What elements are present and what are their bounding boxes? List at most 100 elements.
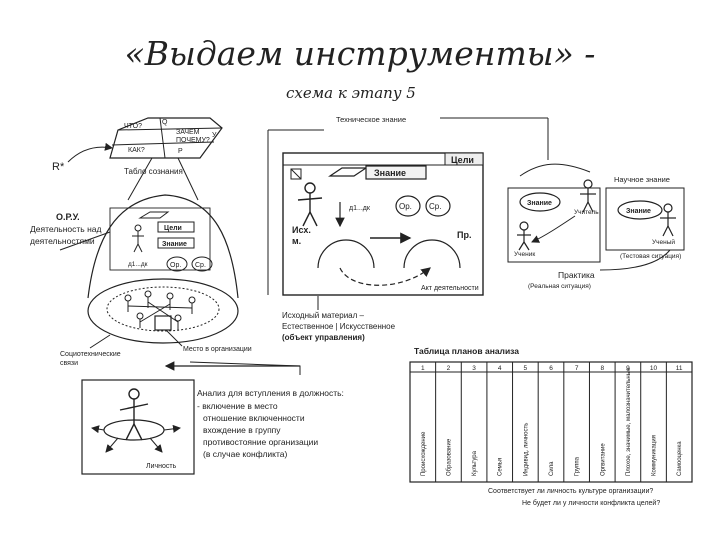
act-isk-1: Исх.: [292, 225, 311, 235]
table-column-label: Коммуникация: [652, 435, 658, 476]
board-label-why-for: ЗАЧЕМ: [176, 129, 200, 136]
knowledge-b: Знание: [626, 208, 651, 215]
table-column-label: Происхождение: [421, 431, 427, 476]
personality-box: [81, 379, 195, 475]
personality-person-icon: [119, 388, 149, 441]
entry-item-3: вхождение в группу: [203, 425, 281, 435]
table-column-number: 4: [498, 365, 502, 372]
table-question-2: Не будет ли у личности конфликта целей?: [522, 499, 660, 507]
table-title: Таблица планов анализа: [414, 346, 519, 356]
cone-line-right: [177, 157, 199, 201]
mini-op: Ор.: [170, 262, 181, 269]
cone-line-left: [127, 157, 153, 201]
test-situation: (Тестовая ситуация): [620, 253, 681, 260]
table-column-number: 2: [447, 365, 451, 372]
table-column-number: 8: [600, 365, 604, 372]
table-column-number: 1: [421, 365, 425, 372]
group-members-icon: [124, 290, 196, 330]
oru-text-2: деятельностями: [30, 236, 95, 246]
analysis-table: 1Происхождение2Образование3Культура4Семь…: [409, 361, 693, 483]
entry-heading: Анализ для вступления в должность:: [197, 388, 344, 398]
knowledge-a: Знание: [527, 200, 552, 207]
dome-outline: [87, 194, 239, 299]
act-transform-arrow: [339, 267, 431, 286]
act-sr: Ср.: [429, 202, 441, 211]
table-column-number: 3: [472, 365, 476, 372]
mini-dd: д1...дк: [128, 261, 148, 268]
table-column-label: Индивид. личность: [523, 423, 529, 476]
practice-curve: [599, 249, 671, 271]
science-curve: [519, 163, 591, 177]
table-column-number: 7: [575, 365, 579, 372]
real-situation: (Реальная ситуация): [528, 283, 591, 290]
r-star-arrow: [67, 142, 113, 163]
material-2: Естественное | Искусственное: [282, 322, 396, 331]
table-column-label: Плохое, значимые, малозначительные: [626, 367, 632, 476]
board-caption: Табло сознания: [124, 167, 183, 176]
science-label: Научное знание: [614, 175, 670, 184]
act-pr: Пр.: [457, 230, 471, 240]
act-dd: д1...дк: [349, 205, 371, 212]
act-op: Ор.: [399, 202, 412, 211]
teacher-icon: [580, 179, 596, 213]
table-column-label: Сила: [549, 461, 555, 476]
table-frame: [409, 361, 693, 483]
mini-goals-box: [157, 221, 195, 233]
board-label-u: У: [212, 132, 217, 139]
table-column-label: Семья: [498, 458, 504, 476]
mini-knowledge-box: [157, 237, 195, 249]
learner-icon: [517, 221, 531, 251]
tech-knowledge-label: Техническое знание: [336, 115, 406, 124]
organization-ellipse: [87, 278, 239, 344]
place-pointer: [165, 329, 183, 347]
personality-label: Личность: [146, 463, 177, 470]
entry-item-5: (в случае конфликта): [203, 449, 288, 459]
slide-subtitle: схема к этапу 5: [286, 84, 416, 102]
act-source-arc: [317, 239, 375, 269]
scientist-icon: [660, 203, 676, 237]
practice-label: Практика: [558, 270, 595, 280]
slide-title: «Выдаем инструменты» -: [124, 34, 596, 73]
act-goals: Цели: [451, 155, 474, 165]
act-knowledge-box: [365, 165, 427, 180]
material-3: (объект управления): [282, 333, 365, 342]
group-ellipse: [106, 286, 220, 332]
mini-sr: Ср.: [195, 262, 206, 269]
teaching-frame: [507, 187, 601, 263]
social-pointer: [89, 334, 111, 349]
act-sr-circle: [425, 195, 451, 217]
teacher-label: Учитель: [574, 209, 599, 216]
act-person-icon: [297, 182, 323, 227]
board-label-r: Р: [178, 148, 183, 155]
table-question-1: Соответствует ли личность культуре орган…: [488, 488, 653, 495]
table-column-label: Группа: [575, 456, 581, 476]
act-knowledge: Знание: [374, 168, 406, 178]
act-goals-box: [444, 152, 484, 166]
table-column-number: 5: [524, 365, 528, 372]
table-column-label: Самооценка: [677, 441, 683, 476]
knowledge-bubble-a: [519, 192, 561, 212]
science-frame: [605, 187, 685, 251]
place-box: [154, 315, 172, 331]
activity-act-frame: [282, 152, 484, 296]
board-label-why: ПОЧЕМУ?: [176, 137, 210, 144]
board-label-q: Q: [162, 119, 168, 126]
social-ties-2: связи: [60, 360, 78, 367]
place-label: Место в организации: [183, 346, 252, 353]
mini-goals: Цели: [164, 225, 182, 232]
knowledge-bubble-b: [617, 200, 663, 220]
r-star-label: R*: [52, 161, 65, 173]
table-column-label: Образование: [446, 438, 452, 476]
table-column-label: Оргвитание: [600, 443, 606, 476]
oru-text-1: Деятельность над: [30, 224, 101, 234]
oru-pointer: [59, 231, 111, 251]
mini-person-icon: [132, 224, 144, 253]
act-product-arc: [403, 239, 461, 269]
board-label-how: КАК?: [128, 147, 145, 154]
material-1: Исходный материал –: [282, 311, 365, 320]
mini-activity-frame: [109, 207, 211, 271]
mini-op-circle: [166, 256, 188, 272]
entry-item-1: - включение в место: [197, 401, 278, 411]
board-label-what: ЧТО?: [124, 123, 142, 130]
